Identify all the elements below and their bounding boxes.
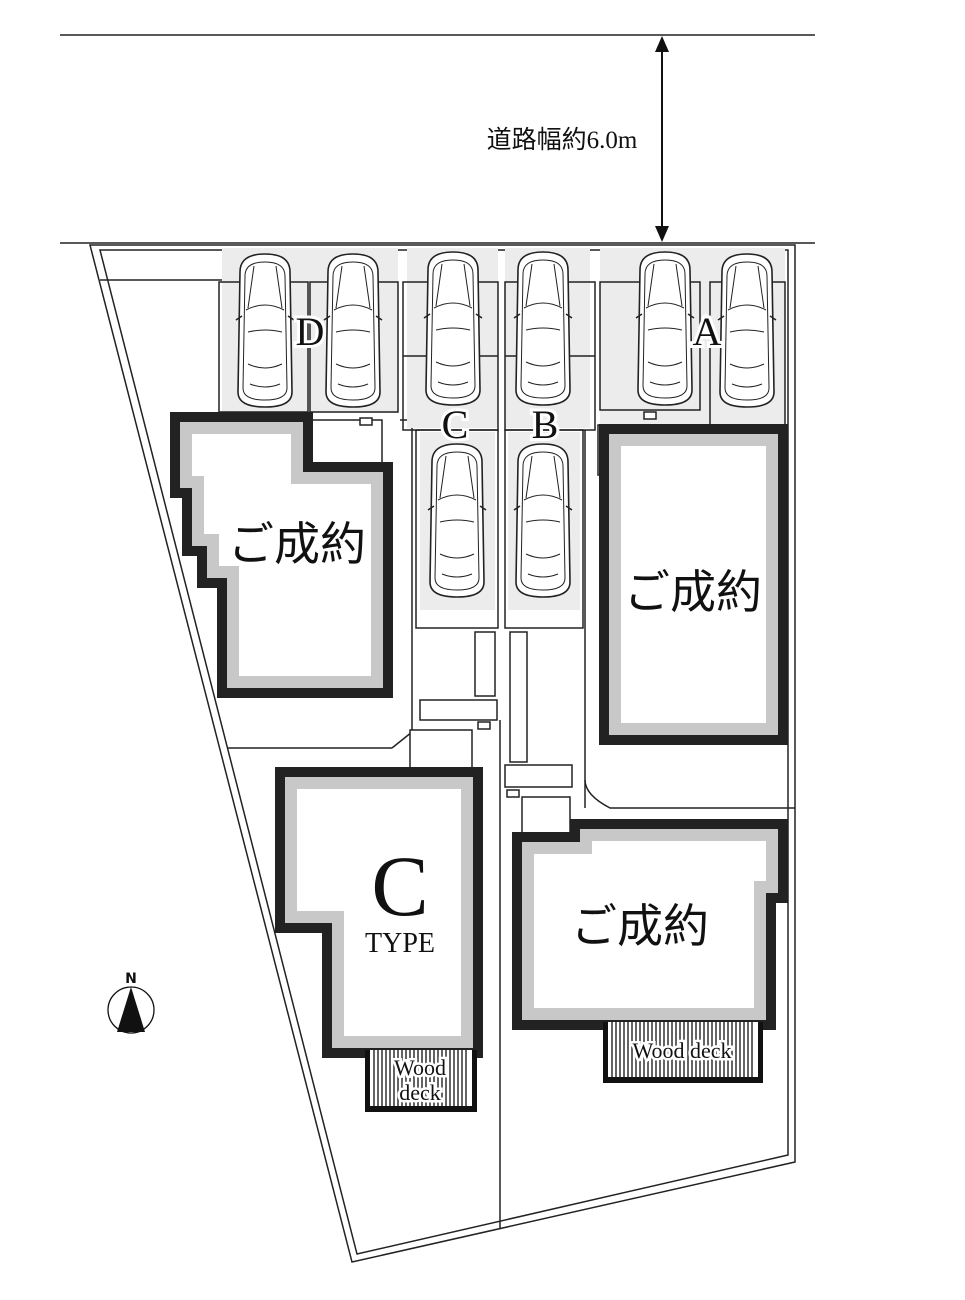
car-icon <box>235 253 295 408</box>
car-icon <box>513 443 573 598</box>
wood-deck-c: Wood deck <box>365 1050 477 1112</box>
wood-deck-label: Wood deck <box>632 1038 731 1063</box>
road: 道路幅約6.0m <box>60 34 815 244</box>
sold-label: ご成約 <box>228 517 366 571</box>
wood-deck-label: deck <box>399 1080 441 1105</box>
car-icon <box>635 251 695 406</box>
house-lot-b[interactable]: ご成約 <box>512 819 788 1030</box>
type-label: TYPE <box>365 928 435 959</box>
wood-deck-label: Wood <box>394 1055 446 1080</box>
north-compass-icon: N <box>107 971 155 1034</box>
car-icon <box>323 253 383 408</box>
lot-label-d: D <box>296 309 325 354</box>
type-letter: C <box>371 838 428 934</box>
road-width-arrow <box>655 36 669 242</box>
car-icon <box>427 443 487 598</box>
sold-label: ご成約 <box>571 899 709 953</box>
wood-deck-b: Wood deck <box>603 1022 763 1083</box>
north-label: N <box>125 971 137 987</box>
car-icon <box>513 251 573 406</box>
car-icon <box>717 253 777 408</box>
house-lot-c[interactable]: C TYPE <box>275 767 483 1058</box>
lot-label-a: A <box>693 309 722 354</box>
sold-label: ご成約 <box>624 565 762 619</box>
house-lot-d[interactable]: ご成約 <box>170 412 393 698</box>
lot-label-c: C <box>442 402 469 447</box>
house-lot-a[interactable]: ご成約 <box>599 424 788 745</box>
lot-label-b: B <box>532 402 559 447</box>
car-icon <box>423 251 483 406</box>
road-width-label: 道路幅約6.0m <box>487 126 638 154</box>
